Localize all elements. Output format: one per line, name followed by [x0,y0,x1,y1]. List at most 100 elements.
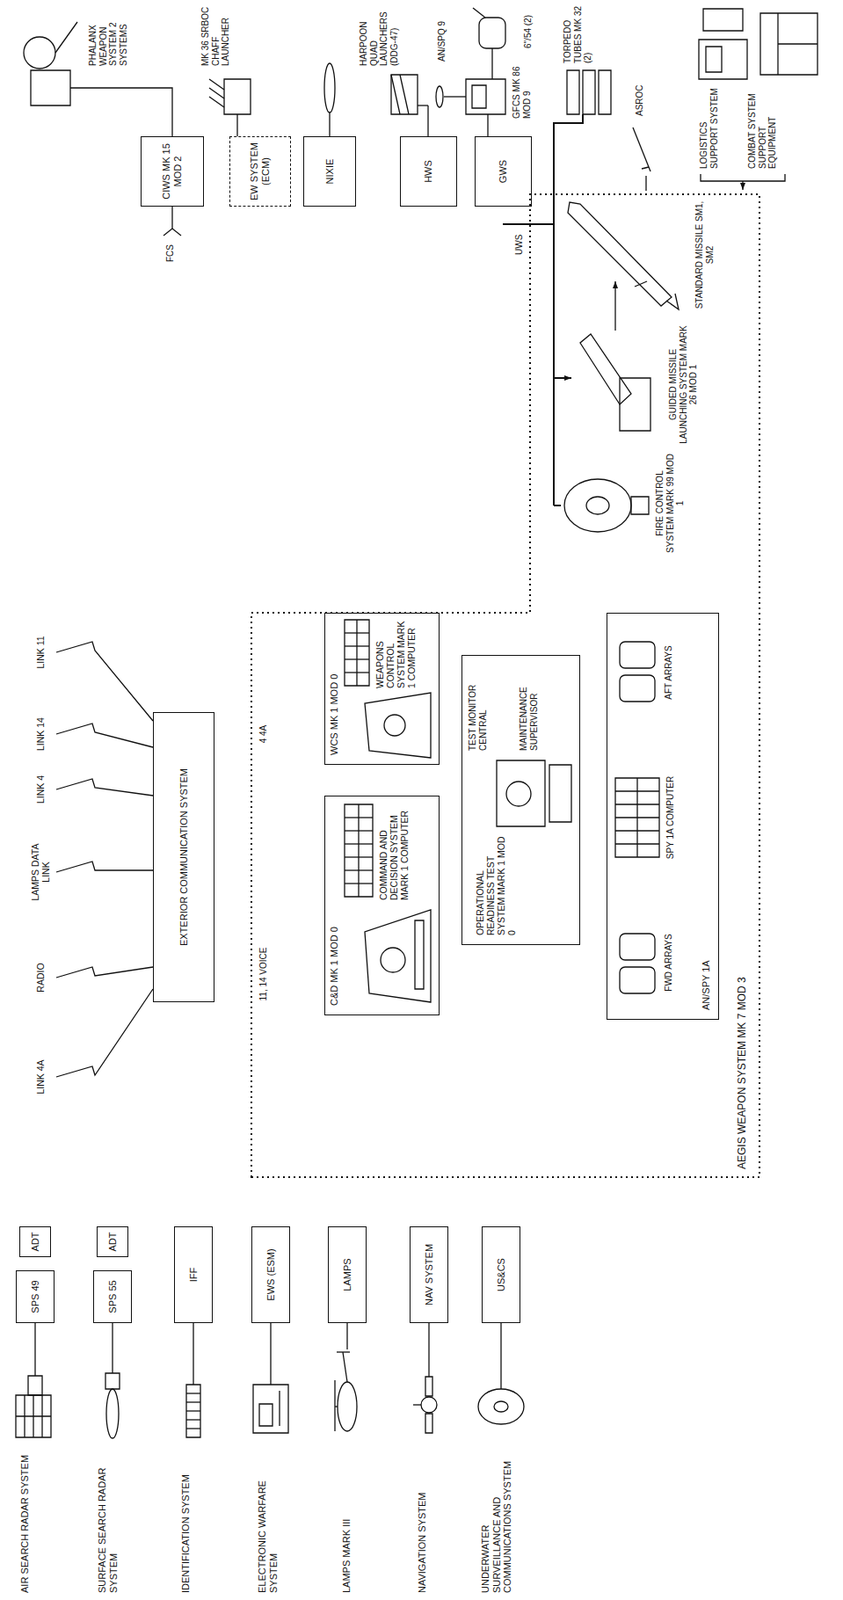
torpedo-tubes-icon [566,70,580,115]
satellite-icon [413,1403,422,1405]
chaff-launcher-icon [209,96,225,108]
callout-label: LOGISTICS SUPPORT SYSTEM [698,87,720,169]
fire-control-dish-icon [586,496,610,515]
sonar-dome-icon [494,1401,509,1412]
satellite-icon [425,1376,433,1396]
test-monitor-icon [506,781,531,807]
weapon-box: HWS [399,136,458,207]
harpoon-launcher-icon [391,74,400,115]
support-equipment-icon [698,8,818,80]
callout-label: NAVIGATION SYSTEM [416,1452,429,1593]
callout-label: RADIO [35,951,46,1004]
box-title: IFF [188,1267,200,1283]
callout-label: LINK 4 [35,763,46,816]
illustrations [15,7,818,1439]
adt-box: ADT [96,1226,129,1258]
surface-search-radar-icon [105,1322,120,1439]
ews-cabinet-icon [253,1384,289,1433]
iff-antenna-icon [186,1392,201,1394]
nixie-decoy-icon [324,63,335,137]
callout-label: LINK 11 [35,625,46,679]
iff-antenna-icon [186,1401,201,1403]
text-slot: C&D MK 1 MOD 0 [328,829,341,1006]
label-slot: GUIDED MISSILE LAUNCHING SYSTEM MARK 26 … [668,325,699,444]
radar-array-icon [615,777,660,858]
label-slot: LINK 4A [35,1050,46,1104]
sensor-box: NAV SYSTEM [409,1226,449,1323]
console-icon [384,714,406,736]
support-bracket [700,174,785,182]
box-title: EW SYSTEM (ECM) [248,139,271,204]
gfcs-console-icon [486,114,488,137]
phalanx-icon [23,36,56,69]
comms-box: EXTERIOR COMMUNICATION SYSTEM [152,712,215,1003]
phalanx-icon [30,70,71,106]
label-slot: FCS [165,235,176,262]
box-title: CIWS MK 15 MOD 2 [160,139,183,204]
text-slot: WEAPONS CONTROL SYSTEM MARK 1 COMPUTER [374,614,417,689]
support-bracket [741,181,743,190]
gfcs-console-icon [472,85,487,109]
radar-array-icon [636,777,638,858]
callout-label: LAMPS MARK III [341,1452,353,1593]
asroc-icon [645,175,647,191]
iff-antenna-icon [186,1384,201,1438]
harpoon-launcher-icon [399,74,409,115]
radio-link-lightning [56,641,153,1077]
surface-search-radar-icon [111,1322,113,1374]
surface-search-radar-icon [106,1388,119,1439]
box-title: C&D MK 1 MOD 0 [328,829,341,1006]
box-text: WEAPONS CONTROL SYSTEM MARK 1 COMPUTER [374,614,417,689]
label-slot: STANDARD MISSILE SM1, SM2 [694,197,715,313]
sensor-box: IFF [174,1226,213,1323]
gfcs-console-icon [465,79,506,115]
box-title: EWS (ESM) [265,1248,277,1301]
fire-control-dish-icon [564,479,632,532]
harpoon-launcher-icon [417,104,429,106]
box-text: COMMAND AND DECISION SYSTEM MARK 1 COMPU… [377,801,410,901]
satellite-icon [421,1396,437,1413]
radar-array-icon [619,641,655,669]
box-title: US&CS [495,1257,508,1292]
callout-label: SPY 1A COMPUTER [665,764,676,871]
edge-label: 11, 14 VOICE [257,945,270,1003]
callout-label: FCS [165,235,176,262]
callout-label: AFT ARRAYS [663,632,675,713]
callout-label: TORPEDO TUBES MK 32 (2) [562,3,594,64]
iff-antenna-icon [186,1322,201,1438]
gun-mount-icon [479,17,506,49]
helicopter-icon [334,1380,335,1432]
air-search-radar-icon [34,1322,36,1376]
box-title: ADT [107,1232,119,1252]
text-slot: WCS MK 1 MOD 0 [328,623,341,756]
sonar-dome-icon [500,1322,502,1389]
dotted-outline [251,194,760,1178]
fcs-antenna-symbol [163,228,173,236]
label-slot: NAVIGATION SYSTEM [416,1452,429,1593]
ews-cabinet-icon [269,1322,271,1385]
weapon-box: NIXIE [303,136,357,207]
support-bracket [700,174,785,190]
label-slot: SPY 1A COMPUTER [665,764,676,871]
sensor-box: LAMPS [327,1226,367,1323]
box-title: HWS [422,159,435,183]
text-slot: AN/SPY 1A [700,904,713,1011]
callout-label: UWS [514,228,525,255]
callout-label: LINK 14 [35,707,46,761]
standard-missile-icon [666,293,679,310]
missile-launcher-icon [580,334,632,405]
radio-link-lightning [56,988,153,1077]
radar-system-box: AN/SPY 1A [606,612,720,1020]
chaff-launcher-icon [209,79,251,137]
box-title: SPS 49 [29,1279,42,1313]
gfcs-console-icon [491,48,493,80]
standard-missile-icon [567,202,672,306]
console-icon [344,619,431,758]
callout-label: 6"/54 (2) [523,4,534,49]
box-title: LAMPS [341,1257,354,1291]
nixie-decoy-icon [328,112,330,137]
torpedo-tubes-icon [598,70,611,115]
sonar-dome-icon [478,1322,524,1425]
box-title: GWS [497,159,509,183]
